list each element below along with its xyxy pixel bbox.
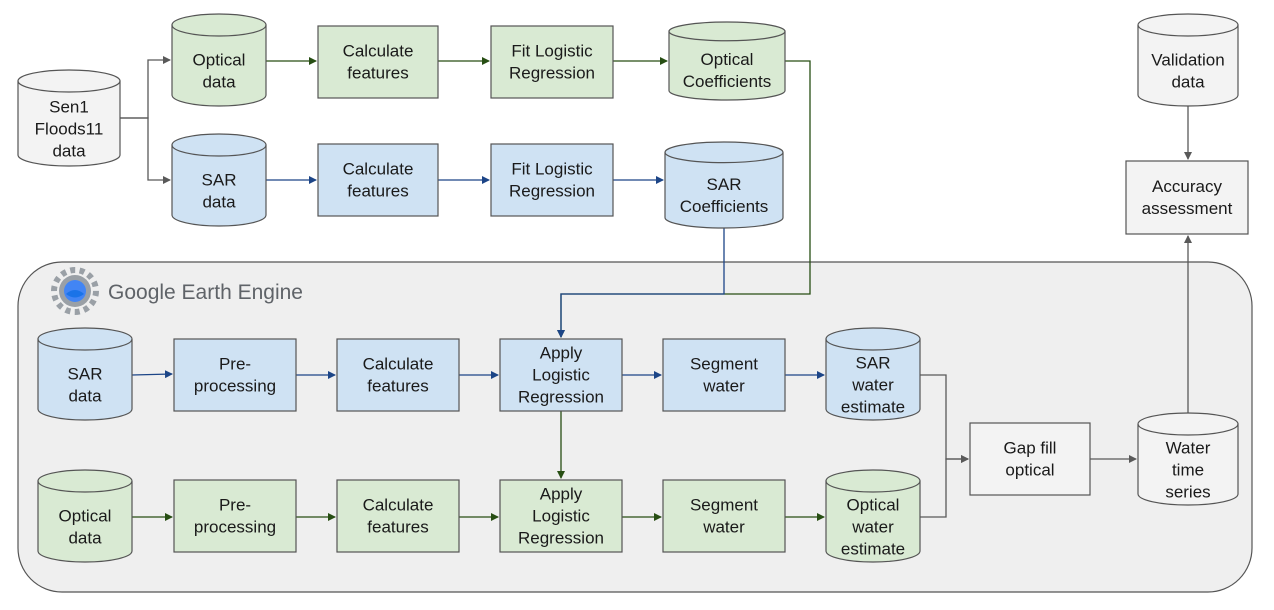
node-label-line: SAR	[707, 175, 742, 194]
node-label-line: Coefficients	[683, 72, 772, 91]
gee-logo: Google Earth Engine	[51, 267, 303, 315]
node-label-line: Optical	[847, 496, 900, 515]
node-label-line: Regression	[518, 529, 604, 548]
node-accuracy-assessment: Accuracy assessment	[1125, 160, 1249, 235]
node-label-line: SAR	[856, 354, 891, 373]
node-label-line: features	[347, 64, 408, 83]
node-sar-water-estimate: SAR water estimate	[825, 327, 921, 421]
node-sar-data-top: SAR data	[171, 133, 267, 227]
node-label-line: Pre-	[219, 496, 251, 515]
node-label-line: Apply	[540, 485, 583, 504]
node-label-line: Fit Logistic	[511, 42, 593, 61]
edge-sen1floods11-to-optical-data-top	[120, 56, 171, 119]
node-label-line: features	[347, 182, 408, 201]
node-gap-fill-optical: Gap fill optical	[969, 422, 1091, 496]
node-label-line: Segment	[690, 496, 758, 515]
node-preprocessing-sar: Pre-processing	[173, 338, 297, 412]
node-label-line: estimate	[841, 540, 905, 559]
node-label-line: data	[202, 73, 236, 92]
node-optical-data-gee: Optical data	[37, 469, 133, 563]
node-label-line: processing	[194, 377, 276, 396]
node-label-line: features	[367, 377, 428, 396]
node-label-line: Optical	[59, 507, 112, 526]
edge-optical-water-estimate-to-gap-fill-optical	[920, 455, 969, 518]
node-sar-coefficients: SAR Coefficients	[664, 141, 784, 229]
node-optical-water-estimate: Optical water estimate	[825, 469, 921, 563]
node-validation-data: Validation data	[1137, 13, 1239, 107]
node-label-line: assessment	[1142, 199, 1233, 218]
node-label-line: Apply	[540, 344, 583, 363]
node-label-line: Gap fill	[1004, 439, 1057, 458]
node-label-line: water	[851, 376, 894, 395]
node-label-line: water	[702, 377, 745, 396]
node-label-line: Regression	[509, 182, 595, 201]
node-label-line: Water	[1166, 439, 1211, 458]
node-sar-data-gee: SAR data	[37, 327, 133, 421]
node-label-line: water	[851, 518, 894, 537]
node-label-line: processing	[194, 518, 276, 537]
node-label-line: Fit Logistic	[511, 160, 593, 179]
node-label-line: data	[1171, 73, 1205, 92]
node-label-line: Coefficients	[680, 197, 769, 216]
node-segment-water-sar: Segment water	[662, 338, 786, 412]
node-label-line: Calculate	[343, 160, 414, 179]
node-label-line: Calculate	[363, 355, 434, 374]
node-calc-features-sar-top: Calculate features	[317, 143, 439, 217]
node-segment-water-opt: Segment water	[662, 479, 786, 553]
edge-sar-coefficients-to-apply-logreg-sar	[557, 228, 725, 338]
node-label-line: time	[1172, 461, 1204, 480]
node-label-line: estimate	[841, 398, 905, 417]
node-label-line: Sen1	[49, 98, 89, 117]
node-calc-features-opt-top: Calculate features	[317, 25, 439, 99]
node-label-line: Optical	[193, 51, 246, 70]
node-label-line: Logistic	[532, 507, 590, 526]
node-label-line: optical	[1005, 461, 1054, 480]
node-label-line: Calculate	[363, 496, 434, 515]
gee-platform-container	[17, 261, 1253, 593]
node-label-line: Accuracy	[1152, 177, 1222, 196]
node-label-line: SAR	[68, 365, 103, 384]
node-label-line: data	[68, 387, 102, 406]
node-label-line: Regression	[518, 388, 604, 407]
node-label-line: Pre-	[219, 355, 251, 374]
node-preprocessing-opt: Pre-processing	[173, 479, 297, 553]
node-label-line: features	[367, 518, 428, 537]
node-label-line: Validation	[1151, 51, 1224, 70]
node-label-line: series	[1165, 483, 1210, 502]
node-label-line: Floods11	[35, 120, 104, 139]
edge-sen1floods11-to-sar-data-top	[120, 117, 171, 184]
node-label-line: data	[52, 142, 86, 161]
edge-sar-data-gee-to-preprocessing-sar	[131, 370, 173, 379]
node-label-line: Regression	[509, 64, 595, 83]
earth-engine-gear-icon	[51, 267, 99, 315]
node-label-line: water	[702, 518, 745, 537]
node-label-line: data	[202, 193, 236, 212]
node-label-line: Optical	[701, 50, 754, 69]
node-optical-data-top: Optical data	[171, 13, 267, 107]
node-label-line: Segment	[690, 355, 758, 374]
node-calc-features-opt-gee: Calculate features	[336, 479, 460, 553]
node-calc-features-sar-gee: Calculate features	[336, 338, 460, 412]
node-label-line: SAR	[202, 171, 237, 190]
node-label-line: Logistic	[532, 366, 590, 385]
node-label-line: data	[68, 529, 102, 548]
node-label-line: Calculate	[343, 42, 414, 61]
node-water-time-series: Water time series	[1137, 412, 1239, 506]
gee-title: Google Earth Engine	[108, 281, 303, 304]
